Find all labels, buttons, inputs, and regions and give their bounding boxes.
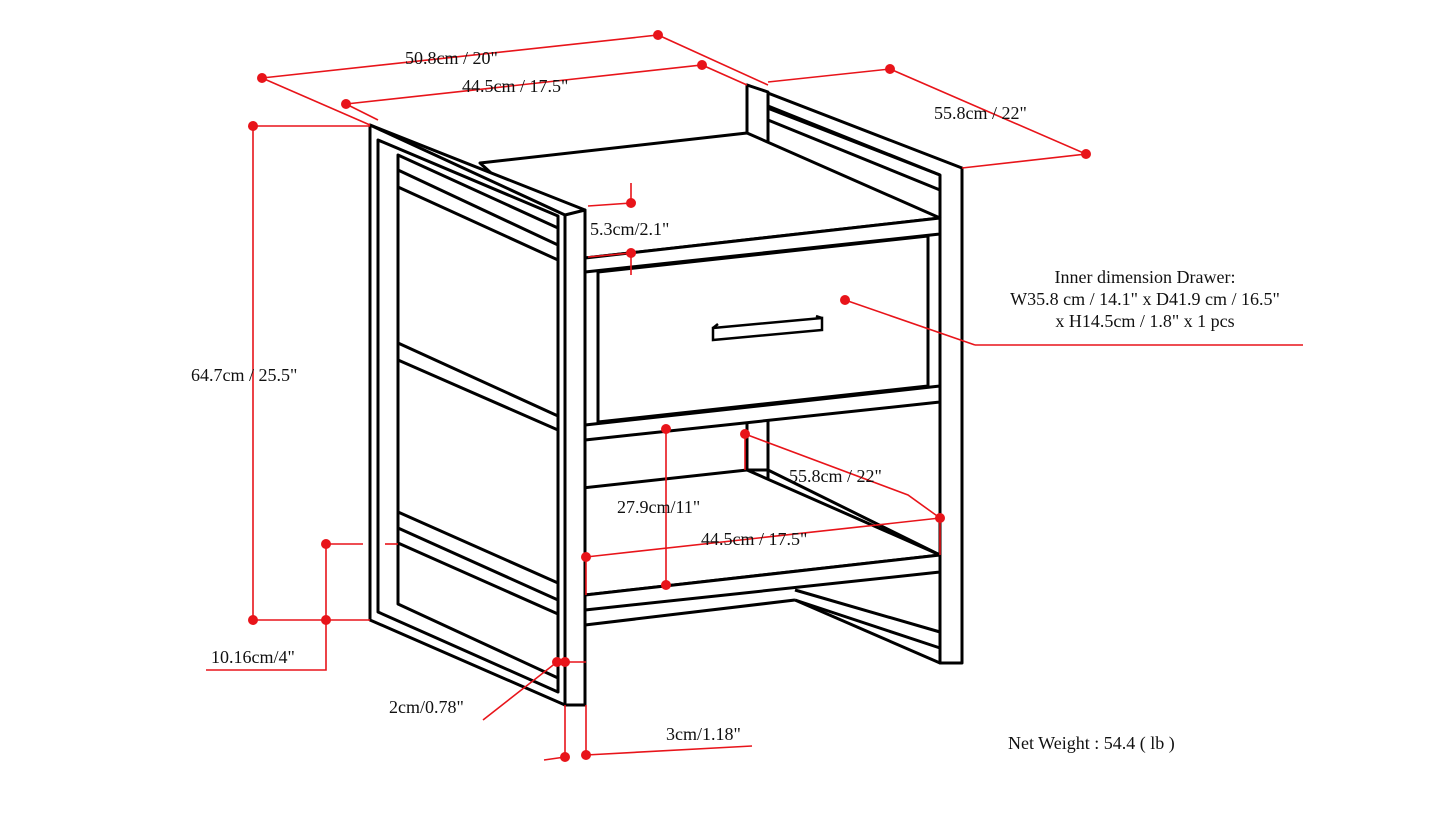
frame-thickness-b-label: 3cm/1.18" <box>666 724 741 744</box>
table-outline <box>368 83 964 707</box>
top-thickness-label: 5.3cm/2.1" <box>590 219 670 239</box>
drawer-note-line1: Inner dimension Drawer: <box>1054 267 1236 287</box>
drawer-handle <box>711 314 824 342</box>
depth-label: 55.8cm / 22" <box>934 103 1027 123</box>
dimension-lines <box>206 34 1303 761</box>
left-front-post <box>563 208 587 707</box>
shelf-depth-label: 55.8cm / 22" <box>789 466 882 486</box>
leg-clearance-label: 10.16cm/4" <box>211 647 295 667</box>
drawer-note-line2: W35.8 cm / 14.1" x D41.9 cm / 16.5" <box>1010 289 1280 309</box>
drawer-note-line3: x H14.5cm / 1.8" x 1 pcs <box>1055 311 1235 331</box>
height-label: 64.7cm / 25.5" <box>191 365 298 385</box>
frame-thickness-a-label: 2cm/0.78" <box>389 697 464 717</box>
net-weight-label: Net Weight : 54.4 ( lb ) <box>1008 733 1175 753</box>
overall-width-label: 50.8cm / 20" <box>405 48 498 68</box>
shelf-gap-label: 27.9cm/11" <box>617 497 701 517</box>
drawer-inner-dimension-note: Inner dimension Drawer: W35.8 cm / 14.1"… <box>975 266 1315 332</box>
dimension-points <box>248 30 1091 762</box>
shelf-width-label: 44.5cm / 17.5" <box>701 529 808 549</box>
inner-width-label: 44.5cm / 17.5" <box>462 76 569 96</box>
